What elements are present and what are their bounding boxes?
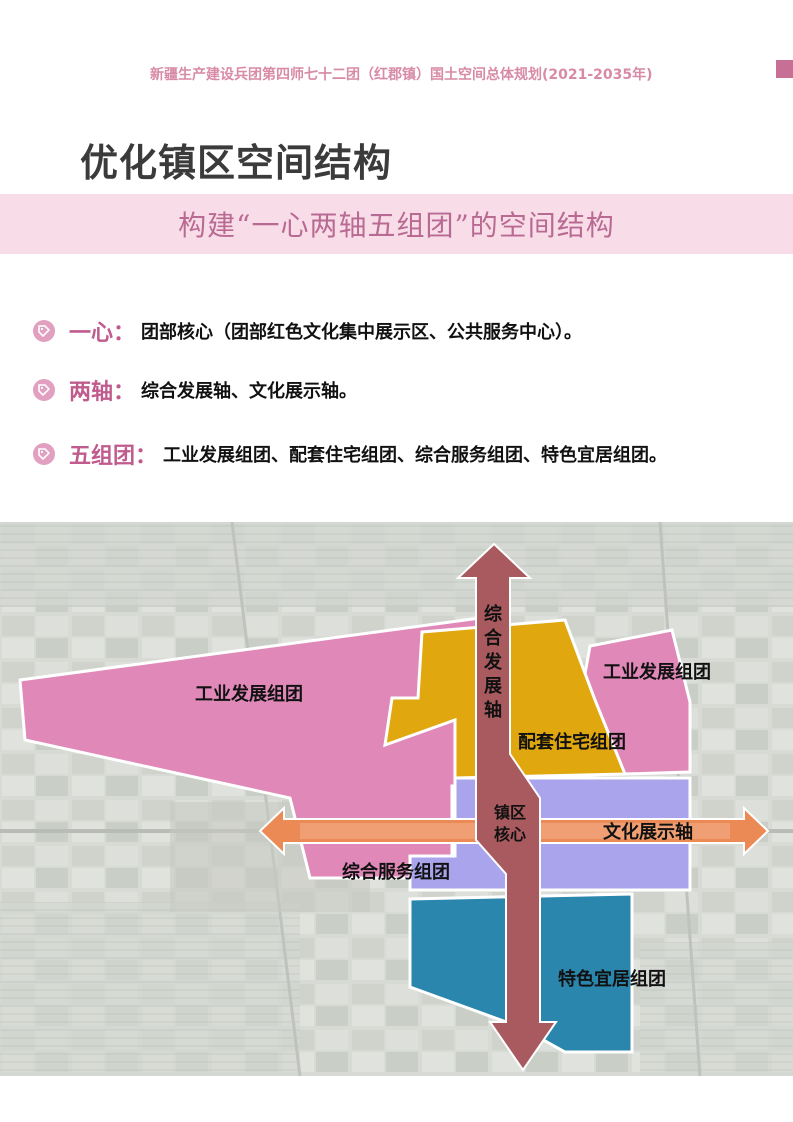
label-core: 镇区 bbox=[494, 803, 526, 822]
bullet-text: 综合发展轴、文化展示轴。 bbox=[141, 381, 358, 402]
label-axis-vertical-char: 发 bbox=[483, 651, 503, 673]
tag-icon bbox=[33, 320, 55, 342]
tag-icon bbox=[33, 443, 55, 465]
bullet-key: 一心： bbox=[69, 321, 136, 346]
label-axis-vertical-char: 综 bbox=[484, 603, 502, 625]
bullet-key: 两轴： bbox=[69, 380, 136, 405]
map-field-strip bbox=[0, 522, 793, 607]
label-residential: 配套住宅组团 bbox=[518, 731, 626, 753]
label-axis-vertical-char: 合 bbox=[484, 627, 503, 649]
bullet-text: 团部核心（团部红色文化集中展示区、公共服务中心）。 bbox=[141, 322, 583, 343]
label-axis-vertical-char: 轴 bbox=[484, 699, 502, 721]
page-title: 优化镇区空间结构 bbox=[80, 141, 393, 185]
bullet-key: 五组团： bbox=[69, 444, 158, 469]
label-axis-horizontal: 文化展示轴 bbox=[603, 821, 693, 843]
label-axis-vertical-char: 展 bbox=[484, 676, 503, 697]
bullet-one-core: 一心： 团部核心（团部红色文化集中展示区、公共服务中心）。 bbox=[33, 314, 582, 348]
map-field-strip bbox=[0, 902, 300, 1076]
spatial-structure-map: 工业发展组团 工业发展组团 配套住宅组团 综合服务组团 特色宜居组团 文化展示轴… bbox=[0, 522, 793, 1076]
subtitle-band bbox=[0, 194, 793, 254]
tag-icon bbox=[33, 379, 55, 401]
bullet-two-axes: 两轴： 综合发展轴、文化展示轴。 bbox=[33, 373, 357, 407]
subtitle: 构建“一心两轴五组团”的空间结构 bbox=[178, 209, 615, 242]
label-service: 综合服务组团 bbox=[342, 861, 450, 883]
map-field-strip bbox=[640, 942, 793, 1076]
label-industrial-east: 工业发展组团 bbox=[603, 661, 711, 683]
label-industrial-west: 工业发展组团 bbox=[195, 683, 303, 705]
map-road bbox=[230, 522, 302, 1076]
header-accent-square bbox=[776, 60, 793, 78]
bullet-text: 工业发展组团、配套住宅组团、综合服务组团、特色宜居组团。 bbox=[163, 445, 668, 466]
label-core: 核心 bbox=[494, 825, 526, 844]
document-header: 新疆生产建设兵团第四师七十二团（红郡镇）国土空间总体规划(2021-2035年) bbox=[150, 67, 653, 83]
bullet-five-clusters: 五组团： 工业发展组团、配套住宅组团、综合服务组团、特色宜居组团。 bbox=[33, 437, 667, 471]
label-livable: 特色宜居组团 bbox=[558, 968, 666, 990]
axis-vertical-arrow bbox=[455, 542, 558, 1072]
